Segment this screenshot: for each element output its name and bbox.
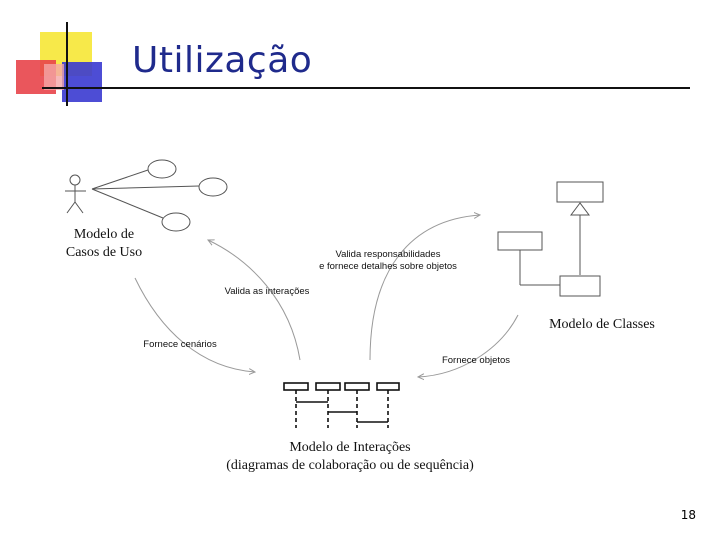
edge-label-fornece-cenarios: Fornece cenários: [143, 339, 217, 350]
use-case-diagram-icon: [65, 159, 228, 232]
relationship-arrows: [134, 215, 519, 377]
edge-label-valida-responsabilidades-line2: e fornece detalhes sobre objetos: [319, 261, 457, 272]
use-case-model-label-line1: Modelo de: [74, 227, 134, 242]
class-model-label: Modelo de Classes: [549, 317, 655, 332]
edge-label-valida-interacoes: Valida as interações: [225, 286, 310, 297]
interaction-model-label-line2: (diagramas de colaboração ou de sequênci…: [226, 458, 474, 473]
slide-title: Utilização: [132, 40, 313, 81]
arrow-valida-interacoes: [208, 240, 301, 361]
decorative-logo: [16, 22, 690, 106]
use-case-model-label-line2: Casos de Uso: [66, 245, 142, 260]
arrow-fornece-cenarios: [134, 277, 255, 372]
edge-label-valida-responsabilidades-line1: Valida responsabilidades: [336, 249, 441, 260]
arrow-valida-responsabilidades: [369, 215, 480, 361]
interaction-model-label-line1: Modelo de Interações: [289, 440, 410, 455]
edge-label-fornece-objetos: Fornece objetos: [442, 355, 510, 366]
slide-number: 18: [680, 508, 696, 522]
arrow-fornece-objetos: [418, 314, 519, 377]
class-diagram-icon: [497, 181, 604, 297]
sequence-diagram-icon: [283, 382, 400, 428]
